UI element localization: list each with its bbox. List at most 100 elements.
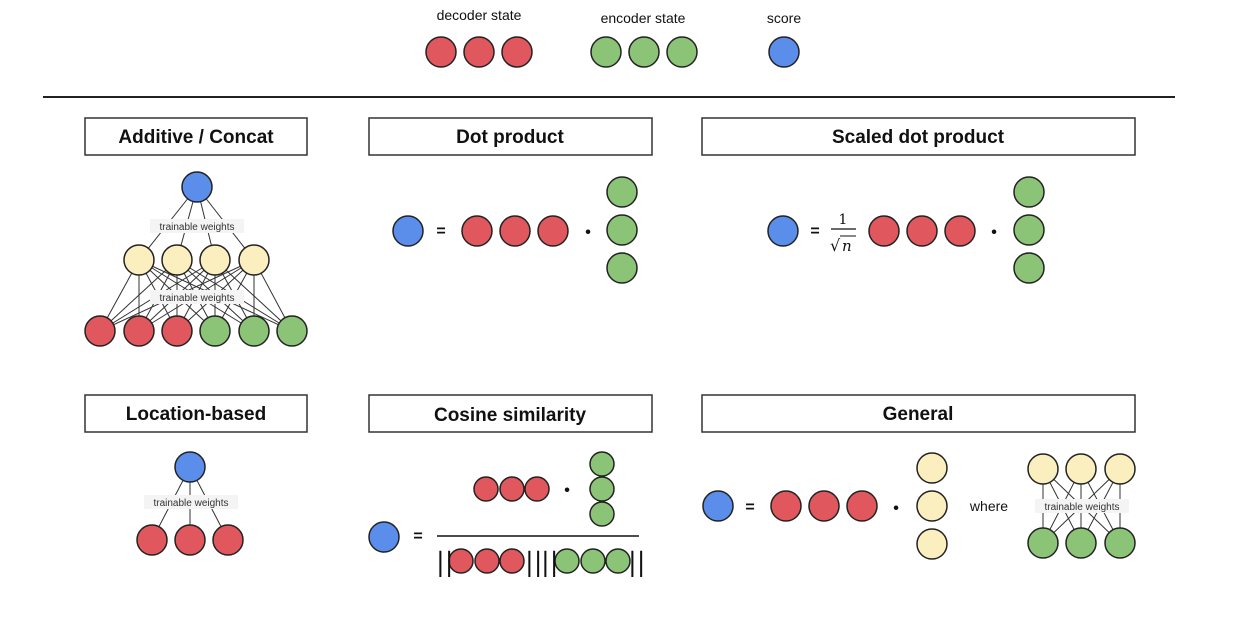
scaled-equals: = bbox=[810, 223, 819, 240]
general-hidden-circle-1 bbox=[916, 452, 948, 484]
scaled-decoder-circle-1 bbox=[868, 215, 900, 247]
scaled-radicand: n bbox=[842, 237, 852, 255]
general-weights-encoder-circle-2 bbox=[1065, 527, 1097, 559]
additive-weights-top-bg bbox=[150, 219, 244, 233]
dot-decoder-circle-1 bbox=[461, 215, 493, 247]
additive-hidden-circle-4 bbox=[238, 244, 270, 276]
additive-score-circle bbox=[181, 171, 213, 203]
cosine-numerator-decoder-circle-1 bbox=[473, 476, 499, 502]
scaled-numerator: 1 bbox=[839, 212, 848, 228]
additive-weights-bottom-label: trainable weights bbox=[159, 293, 234, 304]
legend-encoder-label: encoder state bbox=[601, 10, 686, 26]
cosine-dot-operator: • bbox=[564, 482, 570, 499]
cosine-denominator-encoder-circle-1 bbox=[554, 548, 580, 574]
additive-bottom-connection bbox=[99, 259, 178, 332]
cosine-title: Cosine similarity bbox=[434, 405, 586, 426]
cosine-denominator-encoder-circle-2 bbox=[580, 548, 606, 574]
general-where-label: where bbox=[969, 498, 1008, 514]
legend-decoder-circle-2 bbox=[463, 36, 495, 68]
scaled-encoder-circle-2 bbox=[1013, 214, 1045, 246]
legend-decoder-circle-3 bbox=[501, 36, 533, 68]
general-weights-hidden-circle-3 bbox=[1104, 453, 1136, 485]
dot-operator: • bbox=[585, 224, 591, 241]
legend-score-label: score bbox=[767, 10, 801, 26]
additive-encoder-circle-6 bbox=[276, 315, 308, 347]
general-title: General bbox=[883, 404, 954, 425]
dot-decoder-circle-2 bbox=[499, 215, 531, 247]
general-score-circle bbox=[702, 490, 734, 522]
additive-weights-top-label: trainable weights bbox=[159, 222, 234, 233]
general-dot-operator: • bbox=[893, 500, 899, 517]
legend-decoder-label: decoder state bbox=[437, 7, 522, 23]
legend-score-circle bbox=[768, 36, 800, 68]
cosine-denominator-encoder-circle-3 bbox=[605, 548, 631, 574]
dot-title: Dot product bbox=[456, 127, 564, 148]
cosine-numerator-encoder-circle-1 bbox=[589, 451, 615, 477]
dot-title-box bbox=[368, 117, 653, 156]
scaled-encoder-circle-1 bbox=[1013, 176, 1045, 208]
cosine-equals: = bbox=[413, 528, 422, 545]
dot-score-circle bbox=[392, 215, 424, 247]
scaled-title-box bbox=[701, 117, 1136, 156]
dot-encoder-circle-2 bbox=[606, 214, 638, 246]
legend-encoder-circle-1 bbox=[590, 36, 622, 68]
cosine-numerator-encoder-circle-2 bbox=[589, 476, 615, 502]
additive-hidden-circle-3 bbox=[199, 244, 231, 276]
scaled-title: Scaled dot product bbox=[832, 127, 1005, 148]
general-weights-hidden-circle-1 bbox=[1027, 453, 1059, 485]
location-decoder-circle-3 bbox=[212, 524, 244, 556]
location-score-circle bbox=[174, 451, 206, 483]
location-decoder-circle-1 bbox=[136, 524, 168, 556]
additive-title: Additive / Concat bbox=[118, 127, 274, 148]
location-decoder-circle-2 bbox=[174, 524, 206, 556]
dot-equals: = bbox=[436, 223, 445, 240]
scaled-score-circle bbox=[767, 215, 799, 247]
cosine-numerator-encoder-circle-3 bbox=[589, 501, 615, 527]
additive-decoder-circle-3 bbox=[161, 315, 193, 347]
diagram-shapes bbox=[84, 36, 1136, 574]
general-hidden-circle-3 bbox=[916, 528, 948, 560]
general-decoder-circle-2 bbox=[808, 490, 840, 522]
cosine-numerator-decoder-circle-2 bbox=[499, 476, 525, 502]
additive-encoder-circle-4 bbox=[199, 315, 231, 347]
location-weights-label: trainable weights bbox=[153, 498, 228, 509]
general-weights-label: trainable weights bbox=[1044, 502, 1119, 513]
additive-hidden-circle-2 bbox=[161, 244, 193, 276]
dot-decoder-circle-3 bbox=[537, 215, 569, 247]
general-weights-hidden-circle-2 bbox=[1065, 453, 1097, 485]
cosine-norm-bar-2: || bbox=[525, 548, 543, 578]
location-title-box bbox=[84, 394, 308, 433]
additive-title-box bbox=[84, 117, 308, 156]
general-weights-encoder-circle-1 bbox=[1027, 527, 1059, 559]
additive-decoder-circle-1 bbox=[84, 315, 116, 347]
cosine-title-box bbox=[368, 394, 653, 433]
additive-decoder-circle-2 bbox=[123, 315, 155, 347]
scaled-encoder-circle-3 bbox=[1013, 252, 1045, 284]
cosine-denominator-decoder-circle-3 bbox=[499, 548, 525, 574]
additive-encoder-circle-5 bbox=[238, 315, 270, 347]
cosine-norm-bar-1: || bbox=[436, 548, 454, 578]
additive-weights-bottom-bg bbox=[150, 290, 244, 304]
general-decoder-circle-3 bbox=[846, 490, 878, 522]
cosine-numerator-decoder-circle-3 bbox=[524, 476, 550, 502]
dot-encoder-circle-1 bbox=[606, 176, 638, 208]
general-hidden-circle-2 bbox=[916, 490, 948, 522]
scaled-radical: √ bbox=[830, 236, 841, 255]
cosine-denominator-decoder-circle-2 bbox=[474, 548, 500, 574]
dot-encoder-circle-3 bbox=[606, 252, 638, 284]
general-decoder-circle-1 bbox=[770, 490, 802, 522]
scaled-dot-operator: • bbox=[991, 224, 997, 241]
location-title: Location-based bbox=[126, 404, 266, 425]
additive-hidden-circle-1 bbox=[123, 244, 155, 276]
cosine-norm-bar-4: || bbox=[628, 548, 646, 578]
legend-encoder-circle-2 bbox=[628, 36, 660, 68]
location-weights-bg bbox=[144, 495, 238, 509]
legend-encoder-circle-3 bbox=[666, 36, 698, 68]
cosine-denominator-decoder-circle-1 bbox=[448, 548, 474, 574]
general-title-box bbox=[701, 394, 1136, 433]
cosine-norm-bar-3: || bbox=[541, 548, 559, 578]
general-weights-bg bbox=[1035, 499, 1129, 513]
general-weights-encoder-circle-3 bbox=[1104, 527, 1136, 559]
general-equals: = bbox=[745, 499, 754, 516]
scaled-decoder-circle-3 bbox=[944, 215, 976, 247]
